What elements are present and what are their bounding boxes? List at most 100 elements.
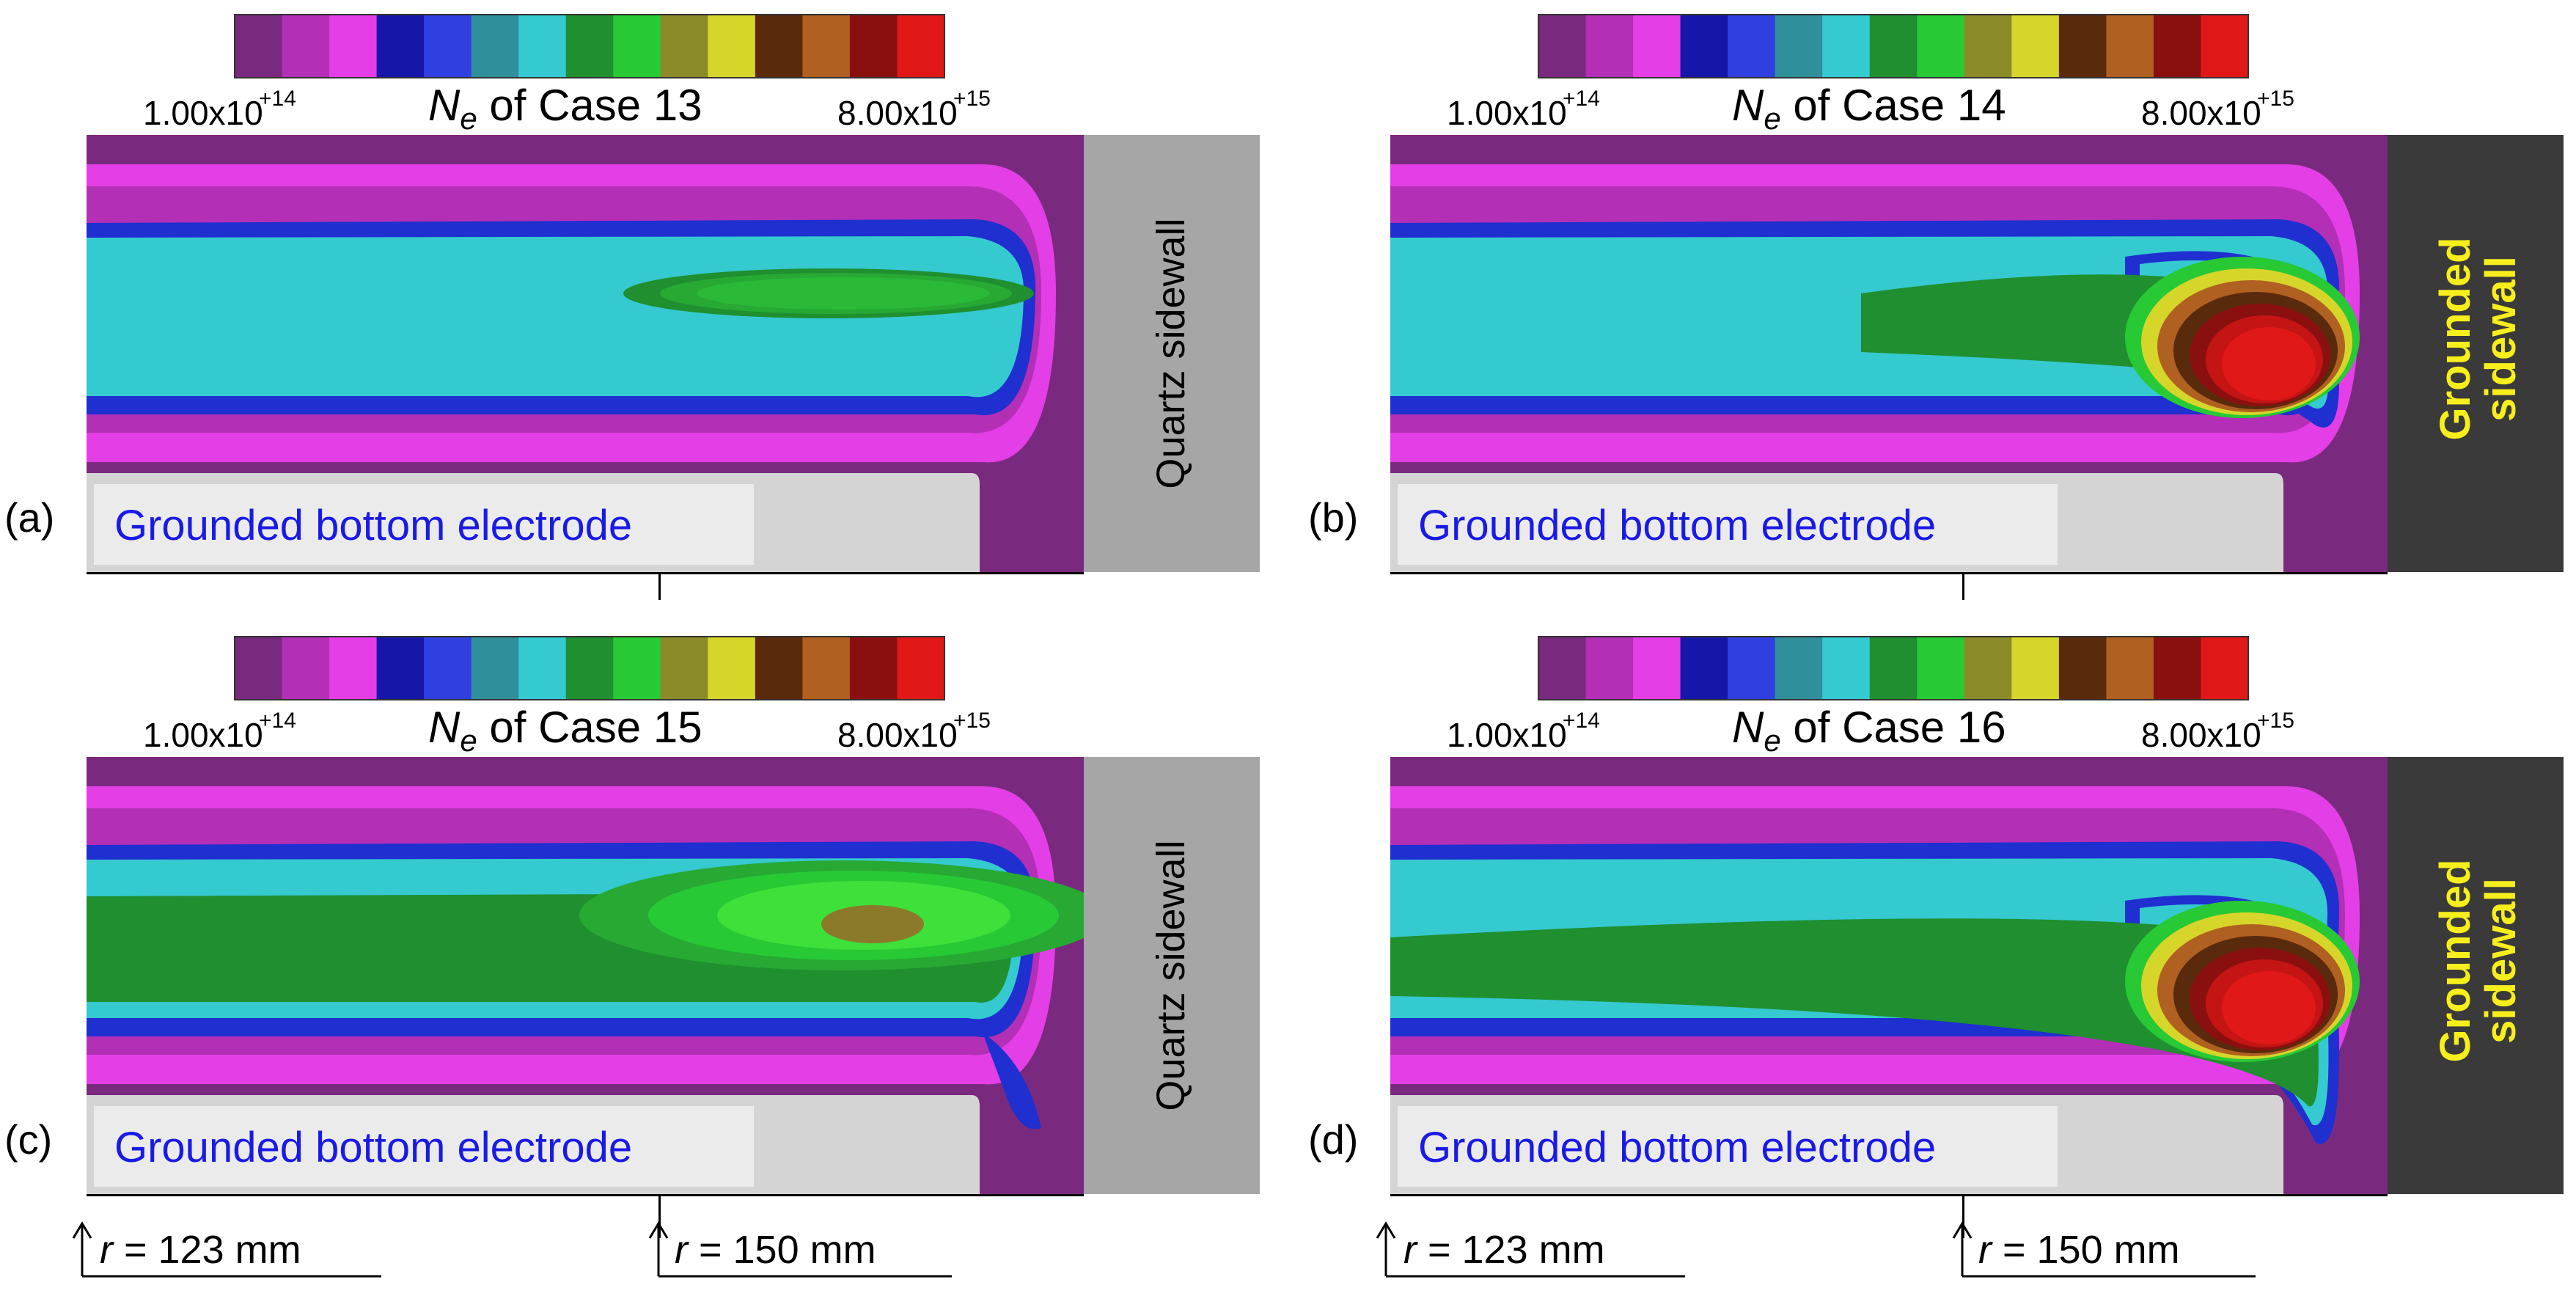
colorbar bbox=[1538, 14, 2249, 78]
colorbar-swatch bbox=[235, 15, 283, 78]
tick-mark bbox=[658, 572, 661, 600]
electrode-label: Grounded bottom electrode bbox=[1418, 502, 1936, 549]
bottom-electrode: Grounded bottom electrode bbox=[87, 1095, 980, 1194]
colorbar-swatch bbox=[1917, 15, 1965, 78]
colorbar bbox=[1538, 636, 2249, 700]
colorbar-max-exponent: +15 bbox=[2257, 709, 2294, 733]
radius-marker-150: r = 150 mm bbox=[1952, 1221, 2256, 1278]
colorbar-max-exponent: +15 bbox=[953, 87, 991, 111]
colorbar-swatch bbox=[2201, 15, 2249, 78]
radius-marker-123: r = 123 mm bbox=[1376, 1221, 1685, 1278]
panel-case-14: 1.00x10 +14 8.00x10 +15 Ne of Case 14 Gr… bbox=[1308, 14, 2564, 600]
colorbar-swatch bbox=[1680, 15, 1728, 78]
density-contour-plot: Grounded bottom electrode Groundedsidewal… bbox=[1390, 135, 2564, 572]
colorbar-swatch bbox=[802, 15, 851, 78]
colorbar-swatch bbox=[802, 637, 851, 700]
colorbar-swatch bbox=[1538, 15, 1587, 78]
colorbar-swatch bbox=[755, 15, 803, 78]
tick-mark bbox=[1962, 572, 1964, 600]
colorbar-swatch bbox=[1728, 15, 1776, 78]
electrode-label-box bbox=[94, 1106, 754, 1187]
colorbar-swatch bbox=[1964, 15, 2012, 78]
colorbar-max-label: 8.00x10 bbox=[837, 94, 958, 132]
sidewall-label: sidewall bbox=[2477, 878, 2525, 1044]
colorbar-swatch bbox=[376, 637, 425, 700]
density-peak bbox=[821, 905, 924, 943]
colorbar-swatch bbox=[2153, 15, 2202, 78]
electrode-label: Grounded bottom electrode bbox=[114, 502, 632, 549]
quartz-sidewall: Quartz sidewall bbox=[1084, 135, 1260, 572]
density-contour-band bbox=[2222, 971, 2316, 1044]
panel-label: (b) bbox=[1308, 494, 1358, 541]
radius-marker-150: r = 150 mm bbox=[648, 1221, 952, 1278]
colorbar-swatch bbox=[2058, 15, 2107, 78]
colorbar-swatch bbox=[1822, 15, 1871, 78]
electrode-label: Grounded bottom electrode bbox=[1418, 1124, 1936, 1171]
colorbar bbox=[234, 636, 945, 700]
tick-mark bbox=[1962, 1194, 1964, 1238]
radius-marker-123: r = 123 mm bbox=[72, 1221, 381, 1278]
panel-title: Ne of Case 16 bbox=[1732, 703, 2006, 758]
colorbar-swatch bbox=[235, 637, 283, 700]
colorbar-frame bbox=[1538, 636, 2249, 700]
colorbar-frame bbox=[234, 636, 945, 700]
colorbar-swatch bbox=[849, 15, 898, 78]
colorbar-max-exponent: +15 bbox=[953, 709, 991, 733]
colorbar-swatch bbox=[1680, 637, 1728, 700]
colorbar-swatch bbox=[1917, 637, 1965, 700]
density-band-green bbox=[1390, 918, 2319, 1107]
colorbar-swatch bbox=[565, 15, 614, 78]
quartz-sidewall: Quartz sidewall bbox=[1084, 757, 1260, 1194]
sidewall-label: Grounded bbox=[2432, 859, 2479, 1062]
panel-title: Ne of Case 13 bbox=[428, 81, 702, 136]
panel-title: Ne of Case 14 bbox=[1732, 81, 2006, 136]
colorbar-min-label: 1.00x10 bbox=[1447, 94, 1567, 132]
colorbar-swatch bbox=[471, 15, 519, 78]
panel-label: (d) bbox=[1308, 1116, 1358, 1163]
colorbar-frame bbox=[1538, 14, 2249, 78]
colorbar-min-exponent: +14 bbox=[1563, 87, 1600, 111]
sidewall-body bbox=[2388, 757, 2564, 1194]
up-arrow-icon bbox=[1952, 1221, 2256, 1278]
density-contour-band bbox=[697, 277, 990, 310]
sidewall-body bbox=[1084, 757, 1260, 1194]
up-arrow-icon bbox=[72, 1221, 381, 1278]
colorbar-swatch bbox=[2106, 637, 2154, 700]
colorbar-swatch bbox=[518, 15, 567, 78]
radius-label: r = 150 mm bbox=[675, 1228, 876, 1272]
colorbar-swatch bbox=[424, 637, 472, 700]
up-arrow-icon bbox=[648, 1221, 952, 1278]
tick-mark bbox=[658, 1194, 661, 1238]
colorbar-swatch bbox=[282, 15, 330, 78]
radius-label: r = 150 mm bbox=[1978, 1228, 2180, 1272]
colorbar-swatch bbox=[1775, 15, 1823, 78]
colorbar-swatch bbox=[1585, 637, 1634, 700]
colorbar-swatch bbox=[329, 637, 378, 700]
bottom-electrode: Grounded bottom electrode bbox=[1390, 1095, 2283, 1194]
sidewall-label: Grounded bbox=[2432, 237, 2479, 440]
bottom-electrode: Grounded bottom electrode bbox=[87, 473, 980, 572]
density-contour-plot: Grounded bottom electrode Groundedsidewal… bbox=[1390, 757, 2564, 1194]
electrode-label-box bbox=[94, 484, 754, 565]
colorbar-swatch bbox=[1728, 637, 1776, 700]
colorbar-swatch bbox=[708, 15, 756, 78]
colorbar-swatch bbox=[755, 637, 803, 700]
panel-case-16: 1.00x10 +14 8.00x10 +15 Ne of Case 16 Gr… bbox=[1308, 636, 2564, 1238]
sidewall-body bbox=[2388, 135, 2564, 572]
colorbar-max-label: 8.00x10 bbox=[837, 716, 958, 754]
sidewall-label: Quartz sidewall bbox=[1149, 218, 1193, 489]
colorbar-swatch bbox=[1822, 637, 1871, 700]
panel-label: (a) bbox=[4, 494, 54, 541]
baseline bbox=[87, 572, 1084, 574]
density-band-blue bbox=[983, 1033, 1041, 1130]
colorbar-swatch bbox=[1964, 637, 2012, 700]
panel-case-15: 1.00x10 +14 8.00x10 +15 Ne of Case 15 Gr… bbox=[4, 636, 1260, 1238]
density-contour-plot: Grounded bottom electrode Quartz sidewall bbox=[87, 757, 1260, 1194]
colorbar-swatch bbox=[2011, 637, 2060, 700]
colorbar-swatch bbox=[1775, 637, 1823, 700]
colorbar-swatch bbox=[897, 637, 945, 700]
sidewall-label: Quartz sidewall bbox=[1149, 840, 1193, 1110]
colorbar-swatch bbox=[2201, 637, 2249, 700]
